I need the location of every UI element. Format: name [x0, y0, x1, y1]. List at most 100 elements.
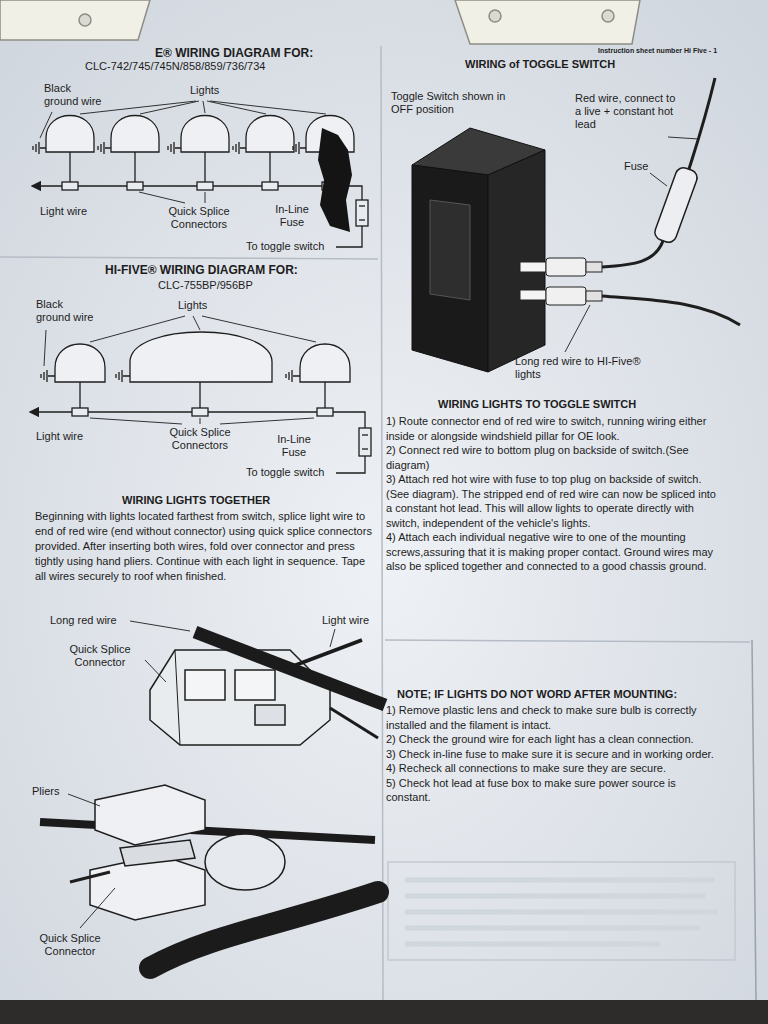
section-heading: WIRING LIGHTS TO TOGGLE SWITCH [438, 398, 636, 411]
toggle-switch [586, 262, 602, 272]
leader-line [68, 794, 115, 928]
leader-line [650, 173, 667, 186]
wiring-diagram [362, 434, 368, 435]
wiring-diagram [79, 382, 80, 408]
leader-line [68, 794, 100, 806]
leader-line [90, 316, 185, 342]
leader-line [130, 621, 335, 682]
part-label: Quick Splice Connectors [160, 426, 240, 452]
wiring-diagram [362, 448, 368, 449]
sheet-number: Instruction sheet number Hi Five - 1 [598, 47, 717, 55]
wiring-diagram [134, 152, 135, 182]
section-heading: WIRING LIGHTS TOGETHER [122, 494, 270, 507]
pliers-illustration [40, 822, 375, 840]
leader-line [565, 305, 590, 352]
note-heading: NOTE; IF LIGHTS DO NOT WORD AFTER MOUNTI… [397, 688, 677, 701]
wiring-diagram [204, 152, 205, 182]
leader-line [90, 418, 182, 424]
switch-wiring [653, 166, 700, 245]
wiring-diagram [336, 456, 365, 473]
wiring-diagram [55, 344, 105, 382]
switch-wiring [565, 78, 740, 352]
leader-line [40, 112, 52, 138]
ground-symbol [41, 370, 55, 382]
wiring-diagram [324, 382, 325, 408]
diagram-heading: HI-FIVE® WIRING DIAGRAM FOR: [105, 263, 298, 277]
part-label: Light wire [322, 614, 369, 627]
switch-wiring [689, 78, 715, 169]
part-label: Quick Splice Connector [58, 643, 142, 669]
leader-line [200, 418, 201, 424]
ground-symbol [168, 142, 181, 154]
switch-wiring [602, 296, 740, 325]
splice-illustration [255, 705, 285, 725]
toggle-switch [430, 200, 470, 300]
mounting-bracket [489, 10, 501, 22]
part-label: Light wire [36, 430, 83, 443]
note-item: 5) Check hot lead at fuse box to make su… [386, 776, 722, 805]
part-label: Red wire, connect to a live + constant h… [575, 92, 683, 132]
note-item: 1) Remove plastic lens and check to make… [386, 703, 722, 732]
wiring-diagram [181, 116, 229, 153]
instruction-step: 2) Connect red wire to bottom plug on ba… [386, 443, 722, 472]
wiring-diagram [355, 412, 365, 428]
part-label: Quick Splice Connector [28, 932, 112, 958]
instruction-step: 4) Attach each individual negative wire … [386, 530, 722, 574]
bleed-through [388, 862, 735, 960]
part-label: Long red wire [50, 614, 117, 627]
splice-illustration [130, 621, 385, 745]
wiring-diagram [359, 219, 365, 220]
wiring-diagram [359, 428, 371, 456]
wiring-diagram [317, 408, 333, 416]
ground-symbol [41, 370, 300, 382]
bleed-through [405, 878, 715, 883]
wiring-diagram [192, 408, 208, 416]
pliers-illustration [95, 785, 205, 845]
note-item: 3) Check in-line fuse to make sure it is… [386, 747, 722, 762]
part-label: Pliers [32, 785, 60, 798]
paper [0, 1000, 768, 1024]
wiring-diagram [127, 182, 143, 190]
toggle-switch [546, 258, 586, 276]
wiring-diagram [33, 101, 368, 247]
model-numbers: CLC-755BP/956BP [158, 279, 253, 292]
wiring-diagram [111, 116, 159, 153]
part-label: Toggle Switch shown in OFF position [391, 90, 506, 116]
leader-line [139, 192, 185, 203]
wiring-diagram [197, 182, 213, 190]
paper-tear [318, 128, 352, 232]
part-label: Fuse [624, 160, 648, 173]
leader-line [205, 192, 206, 203]
leader-line [40, 101, 326, 203]
ground-symbol [293, 142, 306, 154]
bleed-through [405, 942, 660, 947]
wiring-diagram [269, 152, 270, 182]
splice-illustration [235, 670, 275, 700]
instruction-step: 1) Route connector end of red wire to sw… [386, 414, 722, 443]
splice-illustration [330, 708, 378, 738]
pliers-illustration [150, 892, 378, 968]
mounting-bracket [79, 14, 91, 26]
part-label: Black ground wire [36, 298, 98, 324]
splice-illustration [195, 632, 385, 705]
part-label: In-Line Fuse [270, 203, 314, 229]
note-item: 2) Check the ground wire for each light … [386, 732, 722, 747]
wiring-diagram [62, 182, 78, 190]
splice-illustration [175, 650, 180, 745]
wiring-diagram [40, 185, 350, 186]
mounting-bracket [602, 10, 614, 22]
wiring-diagram [246, 116, 294, 153]
ground-symbol [233, 142, 246, 154]
leader-line [220, 418, 314, 424]
toggle-switch [412, 128, 602, 372]
toggle-switch [520, 262, 546, 272]
wiring-diagram [46, 116, 94, 153]
toggle-switch [412, 165, 488, 372]
toggle-switch [546, 287, 586, 305]
leader-line [207, 101, 266, 114]
part-label: In-Line Fuse [272, 433, 316, 459]
toggle-switch [488, 150, 545, 372]
